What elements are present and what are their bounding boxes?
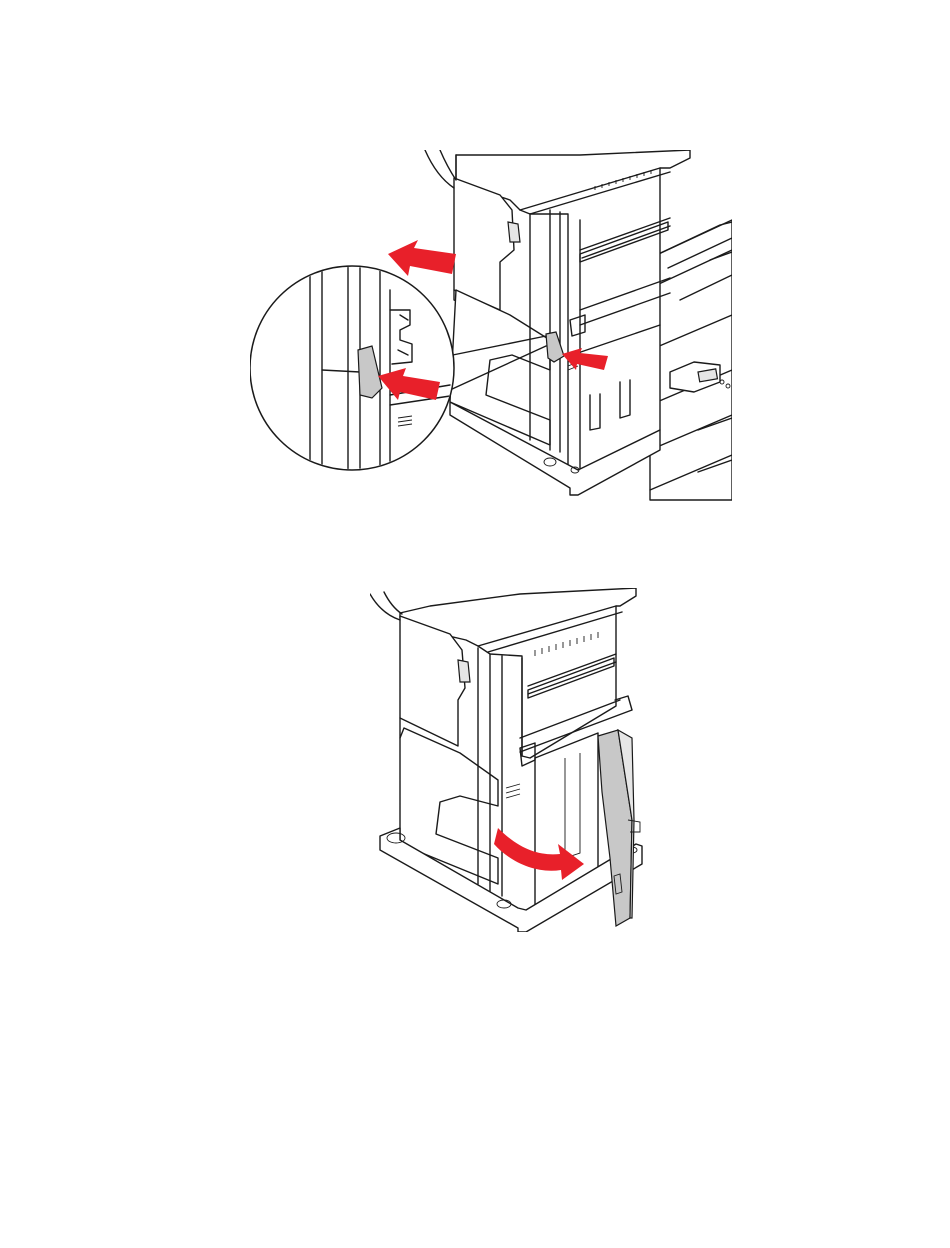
finisher-unit — [370, 588, 642, 932]
figure-latch-release — [250, 150, 732, 502]
arrow-pull-left-icon — [388, 240, 456, 276]
finisher-door-open-illustration — [370, 588, 652, 932]
finisher-latch-release-illustration — [250, 150, 732, 502]
zoom-detail-circle — [250, 260, 454, 480]
finisher-unit — [425, 150, 690, 495]
arrow-open-door-icon — [494, 828, 584, 880]
figure-door-open — [370, 588, 652, 932]
